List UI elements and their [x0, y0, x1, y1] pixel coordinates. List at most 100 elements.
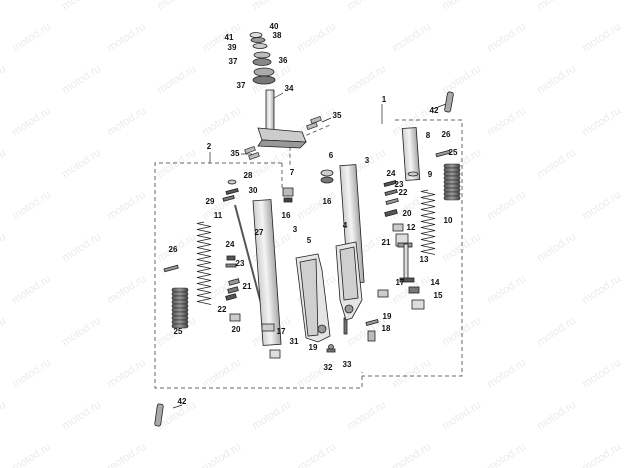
callout-40: 40 — [269, 22, 279, 31]
watermark-text: motod.ru — [580, 105, 623, 139]
callout-36: 36 — [278, 56, 288, 65]
watermark-text: motod.ru — [580, 441, 623, 468]
callout-39: 39 — [227, 43, 237, 52]
watermark-text: motod.ru — [60, 147, 103, 181]
callout-13: 13 — [419, 255, 429, 264]
watermark-text: motod.ru — [105, 105, 148, 139]
watermark-text: motod.ru — [60, 315, 103, 349]
watermark-text: motod.ru — [345, 399, 388, 433]
watermark-text: motod.ru — [580, 21, 623, 55]
watermark-text: motod.ru — [250, 399, 293, 433]
watermark-text: motod.ru — [60, 63, 103, 97]
callout-17: 17 — [395, 278, 405, 287]
callout-22: 22 — [398, 188, 408, 197]
right-fork-parts — [320, 127, 451, 353]
callout-7: 7 — [289, 168, 295, 177]
callout-24b: 24 — [225, 240, 235, 249]
watermark-text: motod.ru — [10, 273, 53, 307]
callout-37: 37 — [228, 57, 238, 66]
callout-8: 8 — [425, 131, 431, 140]
watermark-text: motod.ru — [295, 21, 338, 55]
bolts-35 — [244, 115, 322, 161]
watermark-text: motod.ru — [535, 63, 578, 97]
callout-3: 3 — [364, 156, 370, 165]
watermark-text: motod.ru — [535, 315, 578, 349]
callout-4: 4 — [342, 221, 348, 230]
left-slider-5 — [295, 253, 331, 343]
watermark-text: motod.ru — [200, 357, 243, 391]
steering-stem — [257, 89, 307, 149]
callout-35b: 35 — [230, 149, 240, 158]
callout-41: 41 — [224, 33, 234, 42]
watermark-text: motod.ru — [0, 399, 8, 433]
clamp-42 — [154, 91, 454, 427]
watermark-text: motod.ru — [485, 273, 528, 307]
watermark-text: motod.ru — [200, 21, 243, 55]
callout-37b: 37 — [236, 81, 246, 90]
watermark-text: motod.ru — [295, 357, 338, 391]
group-box-1 — [289, 119, 463, 377]
watermark-text: motod.ru — [250, 147, 293, 181]
callout-23b: 23 — [235, 259, 245, 268]
callout-42: 42 — [429, 106, 439, 115]
left-spring-11 — [196, 221, 212, 305]
right-slider-4 — [335, 241, 363, 321]
watermark-text: motod.ru — [200, 105, 243, 139]
callout-33: 33 — [342, 360, 352, 369]
callout-26b: 26 — [168, 245, 178, 254]
watermark-text: motod.ru — [295, 189, 338, 223]
watermark-text: motod.ru — [155, 63, 198, 97]
callout-22b: 22 — [217, 305, 227, 314]
watermark-text: motod.ru — [440, 0, 483, 13]
callout-23: 23 — [394, 180, 404, 189]
watermark-text: motod.ru — [390, 21, 433, 55]
callout-17b: 17 — [276, 327, 286, 336]
watermark-text: motod.ru — [250, 0, 293, 13]
watermark-text: motod.ru — [200, 441, 243, 468]
watermark-text: motod.ru — [390, 189, 433, 223]
callout-20: 20 — [402, 209, 412, 218]
watermark-text: motod.ru — [485, 441, 528, 468]
callout-31: 31 — [289, 337, 299, 346]
watermark-text: motod.ru — [345, 63, 388, 97]
callout-10: 10 — [443, 216, 453, 225]
left-fork-parts — [163, 179, 294, 359]
callout-29: 29 — [205, 197, 215, 206]
watermark-text: motod.ru — [580, 273, 623, 307]
watermark-text: motod.ru — [390, 357, 433, 391]
watermark-text: motod.ru — [485, 189, 528, 223]
watermark-text: motod.ru — [485, 357, 528, 391]
watermark-text: motod.ru — [105, 441, 148, 468]
callout-9: 9 — [427, 170, 433, 179]
callout-35: 35 — [332, 111, 342, 120]
callout-25: 25 — [448, 148, 458, 157]
callout-2: 2 — [206, 142, 212, 151]
watermark-text: motod.ru — [440, 399, 483, 433]
watermark-text: motod.ru — [60, 231, 103, 265]
watermark-text: motod.ru — [105, 273, 148, 307]
callout-15: 15 — [433, 291, 443, 300]
callout-12: 12 — [406, 223, 416, 232]
watermark-text: motod.ru — [535, 0, 578, 13]
callout-11: 11 — [213, 211, 223, 220]
watermark-text: motod.ru — [580, 189, 623, 223]
callout-30: 30 — [248, 186, 258, 195]
callout-38: 38 — [272, 31, 282, 40]
group-box-2 — [154, 162, 363, 389]
callout-16b: 16 — [322, 197, 332, 206]
callout-5: 5 — [306, 236, 312, 245]
callout-16: 16 — [281, 211, 291, 220]
watermark-text: motod.ru — [295, 441, 338, 468]
watermark-text: motod.ru — [10, 357, 53, 391]
watermark-text: motod.ru — [0, 147, 8, 181]
watermark-text: motod.ru — [535, 231, 578, 265]
callout-27: 27 — [254, 228, 264, 237]
leader-lines — [172, 92, 447, 409]
watermark-text: motod.ru — [0, 0, 8, 13]
watermark-text: motod.ru — [390, 441, 433, 468]
callout-21: 21 — [381, 238, 391, 247]
top-nut-stack — [249, 32, 276, 85]
callout-21b: 21 — [242, 282, 252, 291]
callout-18: 18 — [381, 324, 391, 333]
